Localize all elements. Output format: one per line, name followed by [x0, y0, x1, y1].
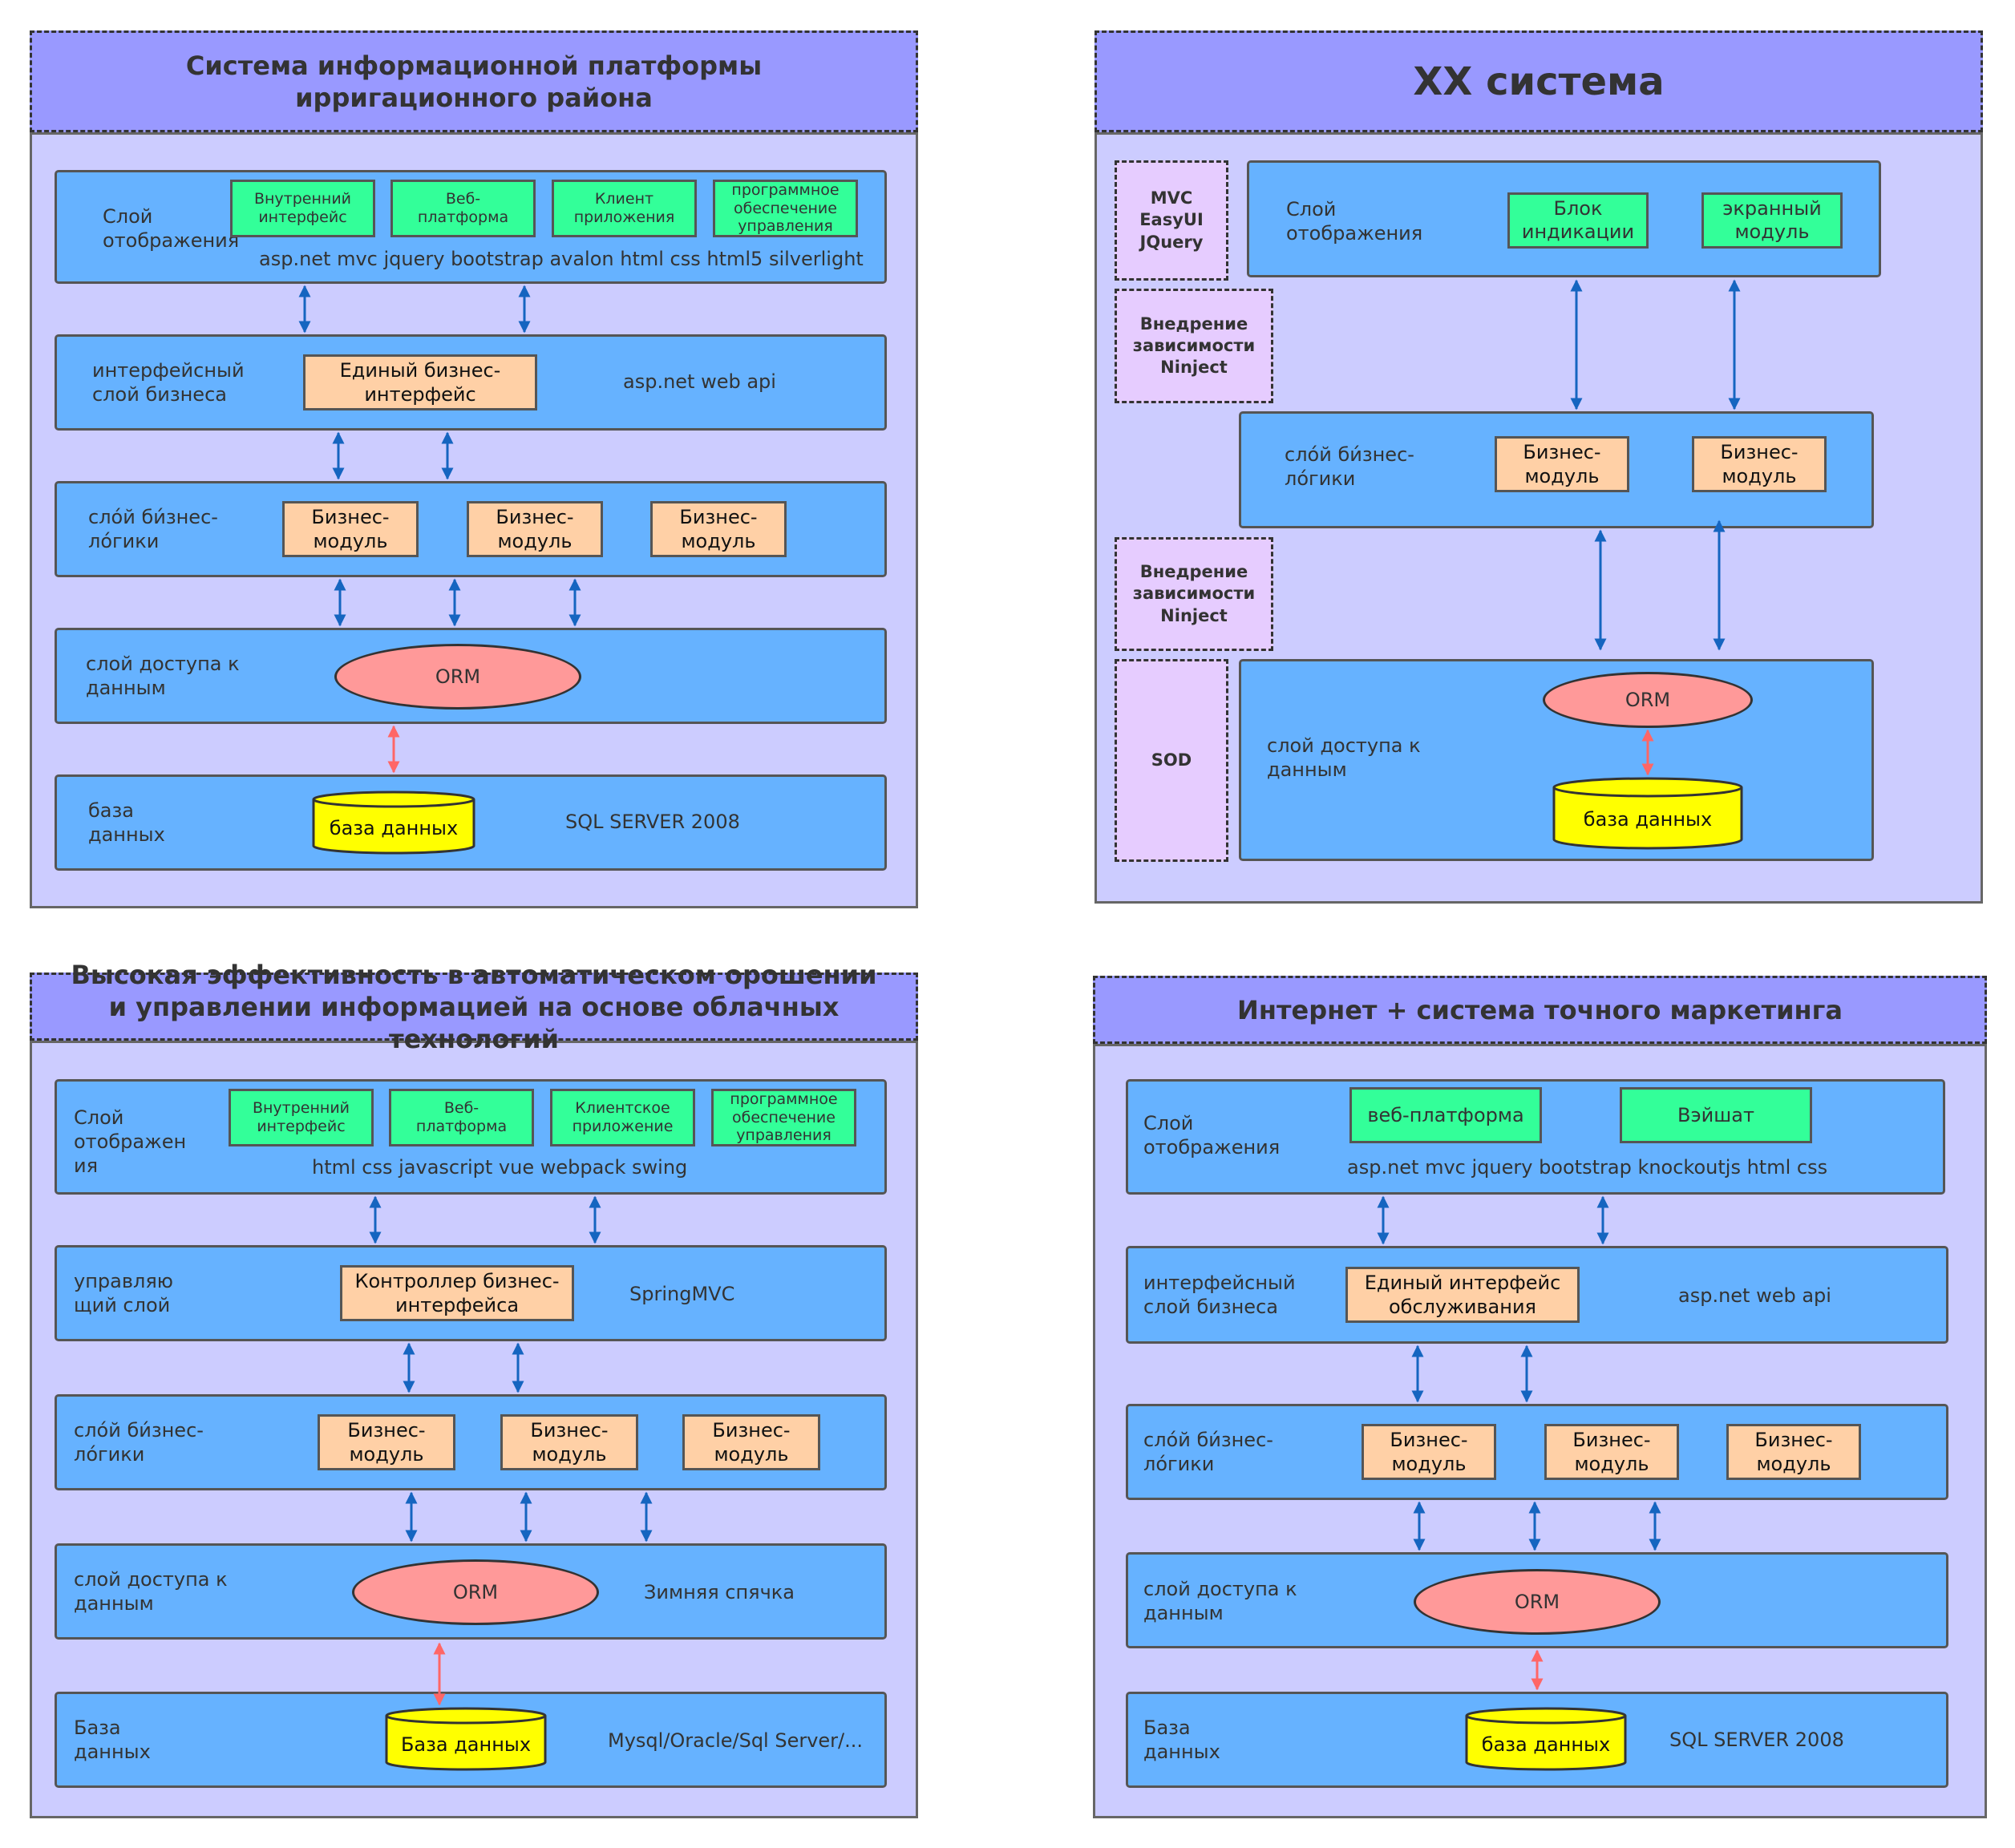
d2-indication-block: Блок индикации	[1507, 192, 1649, 249]
d4-database-cylinder-label: база данных	[1482, 1733, 1610, 1756]
d1-database-tech: SQL SERVER 2008	[565, 811, 740, 833]
d3-database-tech: Mysql/Oracle/Sql Server/...	[608, 1729, 864, 1752]
d1-data-access-label: слой доступа к данным	[86, 653, 240, 699]
d3-data-access-tech: Зимняя спячка	[644, 1581, 795, 1603]
d1-interface-tech: asp.net web api	[623, 370, 776, 393]
d1-orm: ORM	[334, 644, 581, 710]
d1-module-client: Клиент приложения	[552, 180, 697, 237]
d1-display-tech: asp.net mvc jquery bootstrap avalon html…	[259, 248, 864, 270]
d3-database-label: База данных	[74, 1717, 151, 1763]
d4-interface-label: интерфейсный слой бизнеса	[1143, 1272, 1296, 1318]
d3-business-module-1: Бизнес- модуль	[318, 1414, 455, 1470]
d4-business-module-3: Бизнес- модуль	[1726, 1424, 1861, 1480]
d4-database-cylinder: база данных	[1465, 1707, 1627, 1771]
d1-unified-interface-box: Единый бизнес- интерфейс	[303, 354, 537, 410]
d4-business-module-2: Бизнес- модуль	[1544, 1424, 1679, 1480]
d2-orm: ORM	[1543, 672, 1753, 728]
d3-database-cylinder-label: База данных	[401, 1733, 531, 1756]
d3-module-client: Клиентское приложение	[550, 1089, 695, 1146]
d2-screen-module: экранный модуль	[1701, 192, 1843, 249]
d2-side-di-1: Внедрение зависимости Ninject	[1115, 289, 1273, 403]
d4-display-tech: asp.net mvc jquery bootstrap knockoutjs …	[1347, 1156, 1828, 1179]
d3-business-module-3: Бизнес- модуль	[682, 1414, 820, 1470]
d1-title: Система информационной платформы ирригац…	[30, 30, 918, 132]
d3-logic-label: сло́й би́знес- ло́гики	[74, 1419, 204, 1466]
d1-business-module-2: Бизнес- модуль	[467, 501, 603, 557]
d2-side-sod: SOD	[1115, 659, 1228, 862]
d2-database-cylinder-label: база данных	[1584, 808, 1712, 831]
d1-interface-label: интерфейсный слой бизнеса	[92, 359, 245, 406]
d4-title: Интернет + система точного маркетинга	[1093, 976, 1987, 1044]
d4-orm: ORM	[1414, 1569, 1661, 1635]
d1-business-module-1: Бизнес- модуль	[282, 501, 419, 557]
d1-database-cylinder-label: база данных	[330, 817, 458, 839]
d1-module-web: Веб- платформа	[390, 180, 536, 237]
d3-control-label: управляю щий слой	[74, 1270, 173, 1316]
d3-title: Высокая эффективность в автоматическом о…	[30, 960, 918, 1054]
d3-database-cylinder: База данных	[385, 1707, 547, 1771]
d2-business-module-2: Бизнес- модуль	[1692, 436, 1827, 492]
d3-display-tech: html css javascript vue webpack swing	[312, 1156, 688, 1179]
d3-business-module-2: Бизнес- модуль	[500, 1414, 638, 1470]
d3-orm: ORM	[352, 1559, 599, 1625]
d1-database-label: база данных	[88, 799, 165, 846]
d2-side-di-2: Внедрение зависимости Ninject	[1115, 537, 1273, 651]
d4-database-label: База данных	[1143, 1717, 1220, 1763]
d2-display-label: Слой отображения	[1286, 198, 1423, 245]
d4-business-module-1: Бизнес- модуль	[1362, 1424, 1496, 1480]
d4-wechat: Вэйшат	[1620, 1087, 1812, 1143]
d1-module-internal: Внутренний интерфейс	[230, 180, 375, 237]
d3-module-internal: Внутренний интерфейс	[229, 1089, 374, 1146]
d1-business-module-3: Бизнес- модуль	[650, 501, 787, 557]
d4-database-tech: SQL SERVER 2008	[1669, 1729, 1844, 1751]
d3-control-tech: SpringMVC	[629, 1283, 735, 1305]
d4-unified-service-interface-box: Единый интерфейс обслуживания	[1345, 1267, 1580, 1323]
d3-module-management: программное обеспечение управления	[711, 1089, 856, 1146]
d2-side-mvc: MVC EasyUI JQuery	[1115, 160, 1228, 281]
d1-database-cylinder: база данных	[312, 791, 475, 855]
d1-module-management: программное обеспечение управления	[713, 180, 858, 237]
d4-logic-label: сло́й би́знес- ло́гики	[1143, 1429, 1273, 1475]
d3-display-label: Слой отображен ия	[74, 1106, 187, 1177]
d2-title: XX система	[1094, 30, 1983, 132]
d2-database-cylinder: база данных	[1552, 777, 1743, 850]
d2-logic-label: сло́й би́знес- ло́гики	[1285, 443, 1414, 490]
d2-data-access-label: слой доступа к данным	[1267, 734, 1421, 781]
d4-interface-tech: asp.net web api	[1678, 1284, 1831, 1307]
d4-data-access-label: слой доступа к данным	[1143, 1578, 1297, 1624]
d3-module-web: Веб- платформа	[389, 1089, 534, 1146]
d4-web-platform: веб-платформа	[1349, 1087, 1542, 1143]
d2-business-module-1: Бизнес- модуль	[1495, 436, 1629, 492]
d3-controller-box: Контроллер бизнес- интерфейса	[340, 1265, 574, 1321]
d4-display-label: Слой отображения	[1143, 1112, 1281, 1159]
d1-display-label: Слой отображения	[103, 205, 240, 252]
d1-logic-label: сло́й би́знес- ло́гики	[88, 506, 218, 552]
d3-data-access-label: слой доступа к данным	[74, 1568, 228, 1615]
